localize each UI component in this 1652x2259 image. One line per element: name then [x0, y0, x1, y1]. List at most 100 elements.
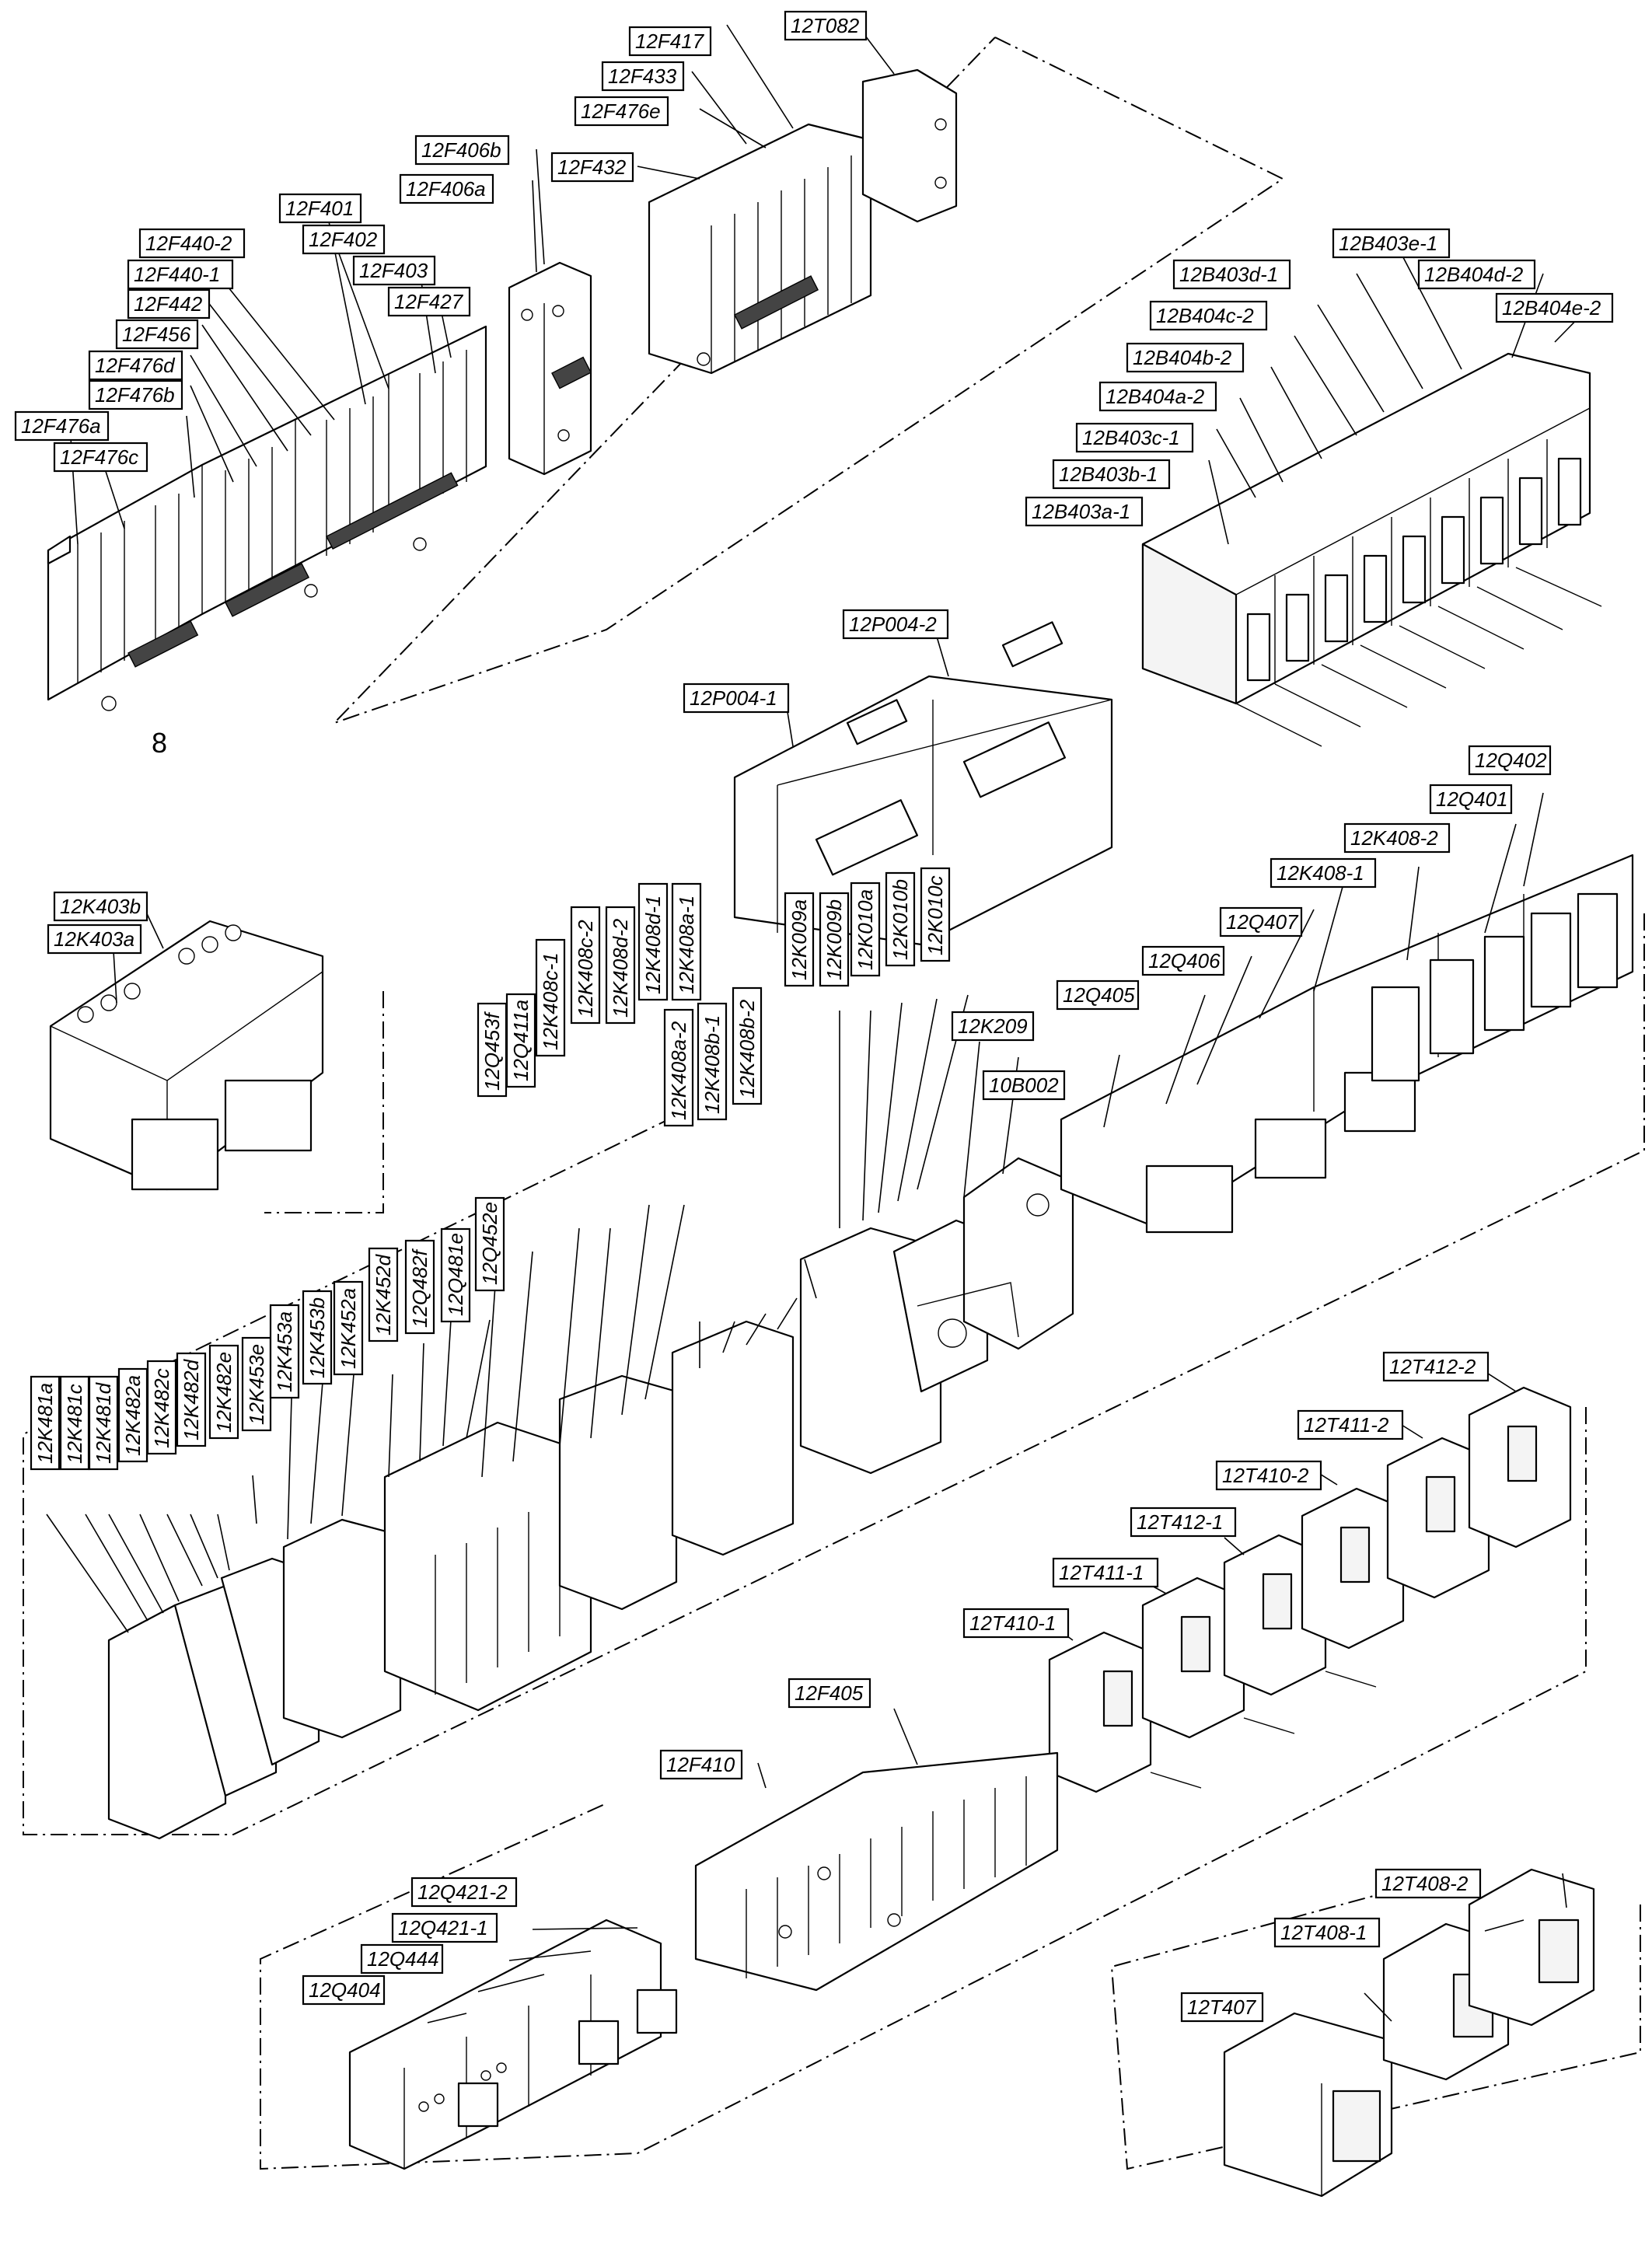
label-text: 12K209 [958, 1014, 1028, 1038]
part-label: 12B403a-1 [1025, 496, 1144, 527]
label-box [404, 1239, 435, 1335]
label-text: 12F406a [406, 177, 486, 201]
label-box [269, 1304, 300, 1399]
label-text: 12Q481e [444, 1233, 467, 1316]
label-text: 12K408c-1 [539, 952, 562, 1050]
label-text: 12K481d [92, 1381, 115, 1464]
label-box [115, 319, 199, 350]
label-box [1126, 342, 1245, 373]
label-text: 12F403 [359, 259, 428, 282]
label-text: 12K453b [306, 1297, 329, 1378]
part-label: 12K408d-1 [637, 882, 669, 1001]
label-text: 12K408-2 [1350, 826, 1438, 850]
label-text: 12T410-1 [969, 1611, 1056, 1635]
label-box [1495, 292, 1614, 323]
part-label: 12T410-1 [962, 1608, 1070, 1639]
label-box [360, 1943, 444, 1974]
boundary-lines [23, 37, 1645, 2170]
label-text: 12T407 [1187, 1995, 1257, 2019]
label-text: 12B403c-1 [1082, 426, 1180, 449]
part-label: 12Q421-2 [410, 1877, 518, 1908]
part-label: 12K452a [333, 1280, 364, 1376]
label-text: 12P004-2 [849, 613, 937, 636]
part-label: 12K408c-2 [570, 906, 601, 1025]
label-box [1025, 496, 1144, 527]
label-box [784, 10, 868, 41]
label-box [399, 173, 494, 204]
label-text: 12K408d-1 [641, 896, 665, 994]
label-box [474, 1196, 505, 1292]
label-text: 12T412-2 [1389, 1355, 1476, 1378]
vertical-relays-left [107, 1227, 942, 1840]
label-box [951, 1011, 1035, 1042]
label-box [683, 683, 790, 714]
label-box [962, 1608, 1070, 1639]
label-text: 12F476d [95, 354, 176, 377]
label-text: 12K010a [854, 889, 877, 970]
part-label: 12K482c [146, 1360, 177, 1455]
label-text: 12B404e-2 [1502, 296, 1601, 319]
label-box [1130, 1507, 1237, 1538]
left-fuse-assembly [47, 325, 487, 711]
part-label: 12T407 [1180, 1992, 1264, 2023]
label-text: 12T412-1 [1137, 1510, 1223, 1534]
label-text: 12Q444 [367, 1947, 439, 1971]
part-label: 12F476a [14, 410, 110, 442]
label-text: 12K408a-1 [675, 896, 698, 994]
label-text: 12F427 [394, 290, 464, 313]
part-label: 12K010b [885, 871, 916, 967]
label-box [505, 993, 536, 1088]
part-label: 12K408a-1 [671, 882, 702, 1001]
label-text: 12B404c-2 [1156, 304, 1254, 327]
label-box [1215, 1460, 1322, 1491]
label-box [1417, 259, 1536, 290]
label-text: 12T411-1 [1059, 1561, 1144, 1584]
part-label: 12K403b [53, 891, 148, 922]
label-box [1180, 1992, 1264, 2023]
part-label: 12F476b [88, 379, 183, 410]
part-label: 12Q444 [360, 1943, 444, 1974]
part-label: 12K408a-2 [663, 1008, 694, 1127]
label-box [1297, 1409, 1404, 1440]
label-text: 12F476a [21, 414, 101, 438]
label-text: 12Q401 [1436, 787, 1508, 811]
label-box [920, 867, 951, 962]
label-text: 12K009a [788, 899, 811, 980]
label-text: 12Q405 [1063, 983, 1135, 1007]
label-text: 12F476e [581, 100, 661, 123]
label-box [14, 410, 110, 442]
label-box [535, 938, 566, 1057]
part-label: 12F456 [115, 319, 199, 350]
part-label: 12F476e [574, 96, 669, 127]
label-box [117, 1367, 148, 1463]
label-text: 12Q406 [1148, 949, 1221, 972]
label-box [850, 882, 881, 977]
label-box [628, 26, 712, 57]
part-label: 12K408c-1 [535, 938, 566, 1057]
part-label: 12T412-1 [1130, 1507, 1237, 1538]
part-label: 12B403b-1 [1052, 459, 1171, 490]
part-label: 12K403a [47, 924, 142, 955]
bottom-right-transformers [1223, 1868, 1595, 2198]
label-box [1219, 906, 1303, 937]
label-text: 12K452a [337, 1288, 360, 1369]
label-box [697, 1002, 728, 1121]
contactor-12K403 [49, 920, 324, 1191]
part-label: 12B403c-1 [1075, 422, 1194, 453]
label-box [127, 259, 234, 290]
label-text: 12K010c [924, 875, 947, 955]
label-box [605, 906, 636, 1025]
part-label: 12F402 [302, 224, 386, 255]
label-box [53, 891, 148, 922]
label-text: 12F456 [122, 323, 191, 346]
part-label: 12Q411a [505, 993, 536, 1088]
label-text: 12F440-1 [134, 263, 220, 286]
label-box [663, 1008, 694, 1127]
label-text: 12K482d [180, 1358, 203, 1440]
part-label: 12F476c [53, 442, 148, 473]
part-label: 12K482e [208, 1344, 239, 1440]
label-box [1098, 381, 1217, 412]
label-box [1172, 259, 1291, 290]
part-label: 12Q404 [302, 1974, 386, 2006]
part-label: 12Q421-1 [391, 1912, 498, 1943]
